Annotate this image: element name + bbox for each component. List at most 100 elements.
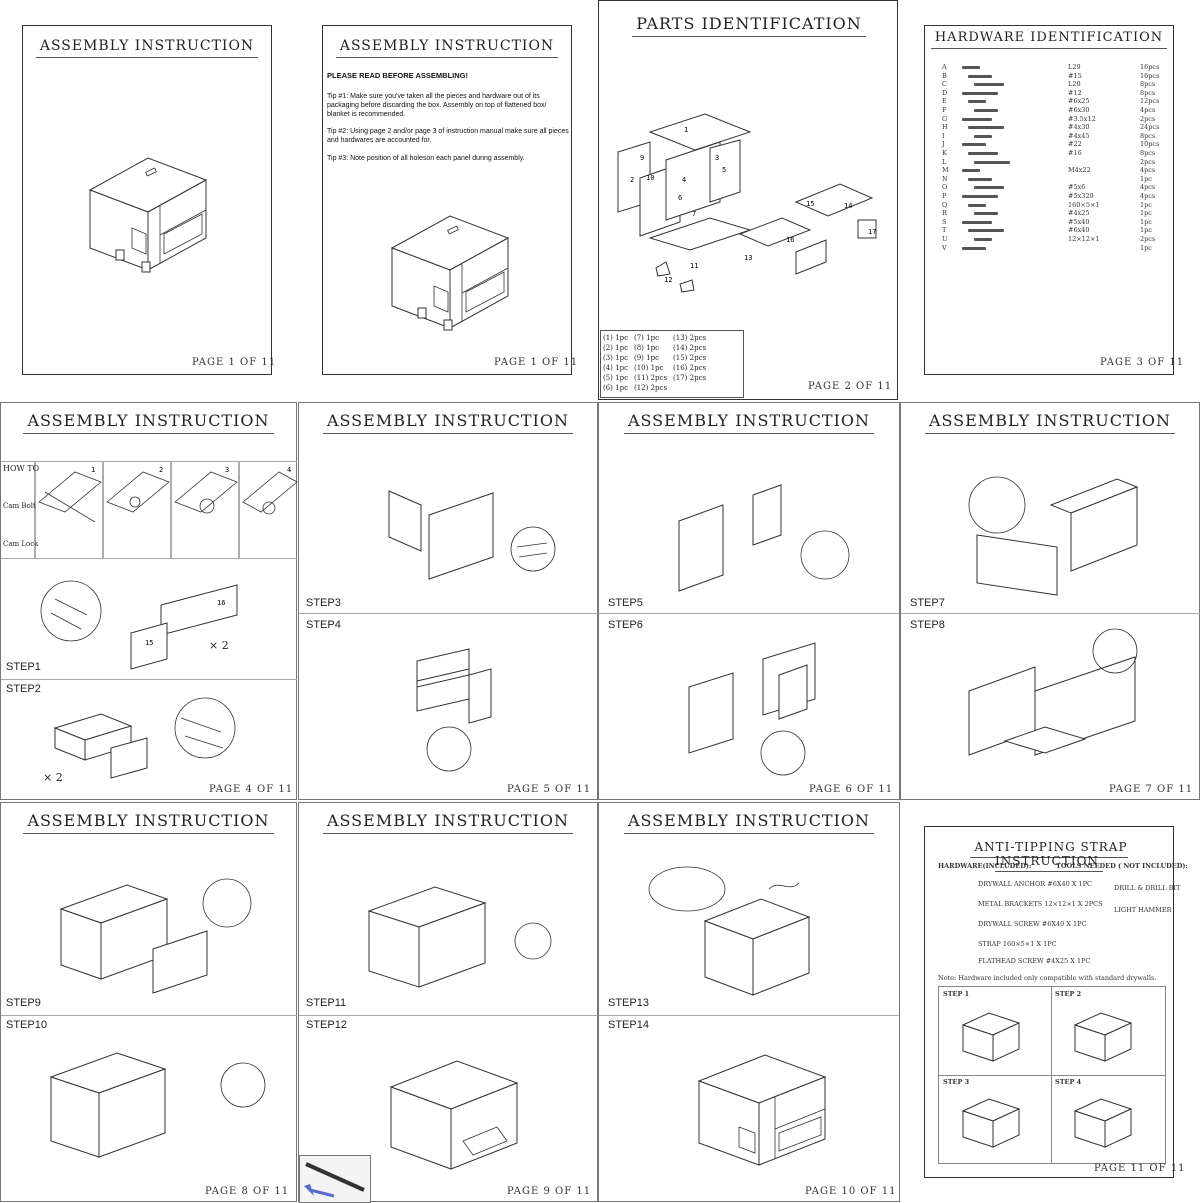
hardware-icon (968, 100, 986, 104)
step-divider (299, 1015, 598, 1016)
hardware-spec: #15 (1068, 71, 1082, 80)
page-title: ASSEMBLY INSTRUCTION (299, 811, 597, 834)
step6-diagram (688, 642, 816, 776)
hardware-letter: B (942, 71, 947, 80)
page-frame (598, 0, 898, 400)
tool-item: DRILL & DRILL BIT (1114, 884, 1181, 892)
hardware-spec: #22 (1068, 140, 1082, 149)
multiplier-label: × 2 (209, 639, 229, 652)
step-label: STEP2 (6, 683, 41, 695)
hardware-letter: V (942, 243, 947, 252)
page-title: ANTI-TIPPING STRAP INSTRUCTION (924, 840, 1174, 872)
hardware-icon (974, 212, 998, 216)
hardware-letter: T (942, 226, 947, 235)
step-label: STEP3 (306, 597, 341, 609)
page-number: PAGE 4 OF 11 (209, 784, 294, 795)
step-label: STEP4 (306, 619, 341, 631)
hardware-qty: 1pc (1140, 174, 1152, 183)
step14-diagram (697, 1054, 827, 1166)
hardware-letter: U (942, 235, 948, 243)
hardware-qty: 16pcs (1140, 63, 1160, 71)
hardware-icon (968, 152, 998, 155)
step1-cabinet-sketch (961, 1012, 1021, 1062)
hardware-icon (968, 177, 992, 181)
page-number: PAGE 7 OF 11 (1109, 784, 1194, 795)
hardware-spec: L29 (1068, 63, 1081, 71)
step8-diagram (968, 628, 1138, 756)
page-title: ASSEMBLY INSTRUCTION (599, 411, 899, 434)
hardware-spec: #6x30 (1068, 106, 1090, 114)
hardware-spec: #6x40 (1068, 226, 1090, 235)
hardware-qty: 4pcs (1140, 106, 1156, 114)
parts-table-frame (600, 330, 744, 398)
anti-tip-steps-grid: STEP 1 STEP 2 STEP 3 STEP 4 (938, 986, 1166, 1164)
cam-bolt-label: Cam Bolt (3, 502, 36, 510)
svg-text:9: 9 (640, 154, 644, 162)
step2-cabinet-sketch (1073, 1012, 1133, 1062)
step-label: STEP 3 (943, 1078, 970, 1086)
hw-item: DRYWALL ANCHOR #6X40 X 1PC (978, 880, 1092, 888)
step-divider (599, 1015, 899, 1016)
hardware-spec: #5x6 (1068, 183, 1086, 192)
hardware-icon (974, 134, 992, 138)
svg-text:3: 3 (225, 466, 229, 474)
page-title: ASSEMBLY INSTRUCTION (901, 411, 1199, 434)
cabinet-illustration (88, 157, 208, 273)
cabinet-illustration (390, 215, 510, 331)
step2-diagram (53, 697, 236, 779)
svg-text:2: 2 (159, 466, 163, 474)
hardware-letter: L (942, 157, 947, 166)
step-label: STEP12 (306, 1019, 347, 1031)
svg-text:1: 1 (684, 126, 688, 134)
page-frame (322, 25, 572, 375)
hardware-icon (974, 238, 992, 241)
multiplier-label: × 2 (43, 771, 63, 784)
svg-text:6: 6 (678, 194, 682, 202)
hardware-spec: 12×12×1 (1068, 235, 1100, 243)
step-divider (901, 613, 1200, 614)
page-number: PAGE 11 OF 11 (1094, 1163, 1186, 1174)
hardware-spec: #5x329 (1068, 192, 1094, 200)
hardware-icon (962, 117, 992, 121)
svg-text:16: 16 (217, 599, 225, 607)
hardware-spec: #4x25 (1068, 209, 1090, 218)
hardware-letter: K (942, 149, 947, 157)
page-title: PARTS IDENTIFICATION (598, 14, 900, 37)
howto-label: HOW TO (3, 464, 40, 473)
step3-cabinet-sketch (961, 1098, 1021, 1148)
tool-item: LIGHT HAMMER (1114, 906, 1172, 914)
step12-diagram (389, 1060, 519, 1170)
hardware-qty: 12pcs (1140, 97, 1160, 106)
step-label: STEP 4 (1055, 1078, 1082, 1086)
hardware-qty: 8pcs (1140, 80, 1156, 89)
hardware-icon (974, 160, 1010, 164)
hardware-spec: #16 (1068, 149, 1082, 157)
step-label: STEP11 (306, 997, 347, 1009)
step-label: STEP10 (6, 1019, 47, 1031)
hardware-qty: 8pcs (1140, 88, 1156, 97)
page-number: PAGE 9 OF 11 (507, 1186, 592, 1197)
hw-item: METAL BRACKETS 12×12×1 X 2PCS (978, 900, 1103, 908)
svg-text:15: 15 (806, 200, 814, 208)
page-number: PAGE 3 OF 11 (1100, 357, 1185, 368)
hardware-included-label: HARDWARE(INCLUDED): (938, 862, 1032, 870)
hw-item: FLATHEAD SCREW #4X25 X 1PC (978, 957, 1091, 965)
cam-lock-label: Cam Lock (3, 540, 39, 548)
page-title: HARDWARE IDENTIFICATION (924, 30, 1174, 49)
hardware-qty: 24pcs (1140, 123, 1160, 132)
step-label: STEP 2 (1055, 990, 1082, 998)
parts-table: (1) 1pc(7) 1pc(13) 2pcs (2) 1pc(8) 1pc(1… (603, 334, 707, 392)
hardware-letter: G (942, 114, 948, 123)
page-title: ASSEMBLY INSTRUCTION (299, 411, 597, 434)
hardware-letter: S (942, 217, 947, 226)
page-title: ASSEMBLY INSTRUCTION (22, 38, 272, 58)
step4-cabinet-sketch (1073, 1098, 1133, 1148)
hardware-qty: 4pcs (1140, 166, 1156, 175)
hardware-qty: 1pc (1140, 209, 1152, 218)
hardware-letter: C (942, 80, 947, 89)
page-6-tile: ASSEMBLY INSTRUCTION STEP5 STEP6 PAGE 6 … (598, 402, 900, 800)
page-frame (22, 25, 272, 375)
